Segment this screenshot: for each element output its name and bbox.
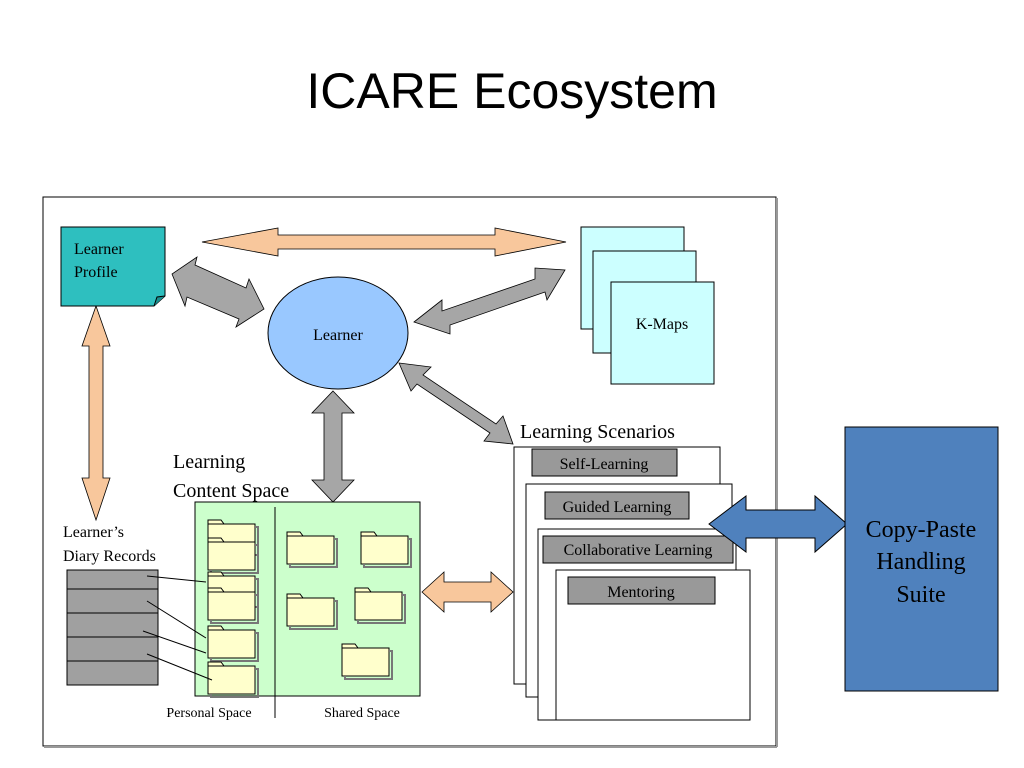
personal-folders (207, 519, 259, 698)
slide-title: ICARE Ecosystem (306, 63, 718, 119)
learner-scenarios-arrow (398, 362, 514, 445)
scenario-label-guided: Guided Learning (563, 499, 672, 516)
copy-paste-label-3: Suite (896, 582, 945, 608)
diary-label-2: Diary Records (63, 548, 156, 565)
learning-scenarios-label: Learning Scenarios (520, 421, 675, 443)
personal-space-label: Personal Space (166, 706, 251, 721)
scenario-collaborative-learning: Collaborative Learning (542, 535, 734, 564)
content-scenarios-arrow (421, 571, 514, 613)
scenario-mentoring: Mentoring (567, 576, 716, 605)
scenario-self-learning: Self-Learning (531, 448, 678, 477)
scenario-label-mentoring: Mentoring (607, 584, 675, 601)
copy-paste-label-2: Handling (876, 549, 965, 575)
learner-profile-node: Learner Profile (60, 226, 166, 307)
content-space-label-2: Content Space (173, 480, 289, 502)
learner-node: Learner (267, 276, 409, 390)
learner-profile-label-2: Profile (74, 264, 118, 281)
shared-space-label: Shared Space (324, 706, 400, 721)
copy-paste-label-1: Copy-Paste (866, 517, 977, 543)
diary-label-1: Learner’s (63, 524, 124, 541)
content-space-label-1: Learning (173, 451, 245, 473)
profile-diary-arrow (81, 304, 111, 522)
learner-profile-label-1: Learner (74, 241, 124, 258)
profile-learner-arrow (171, 256, 265, 328)
diary-records-node (66, 569, 159, 686)
scenario-label-self: Self-Learning (560, 456, 649, 473)
learner-label: Learner (313, 327, 363, 344)
learner-kmaps-arrow (413, 267, 566, 335)
copy-paste-suite-node: Copy-Paste Handling Suite (844, 426, 999, 692)
scenario-guided-learning: Guided Learning (544, 491, 690, 520)
kmaps-label: K-Maps (636, 316, 688, 333)
kmaps-node: K-Maps (580, 226, 715, 385)
diary-connectors (142, 575, 213, 681)
scenario-label-collab: Collaborative Learning (564, 542, 713, 559)
profile-kmaps-arrow (201, 227, 567, 257)
